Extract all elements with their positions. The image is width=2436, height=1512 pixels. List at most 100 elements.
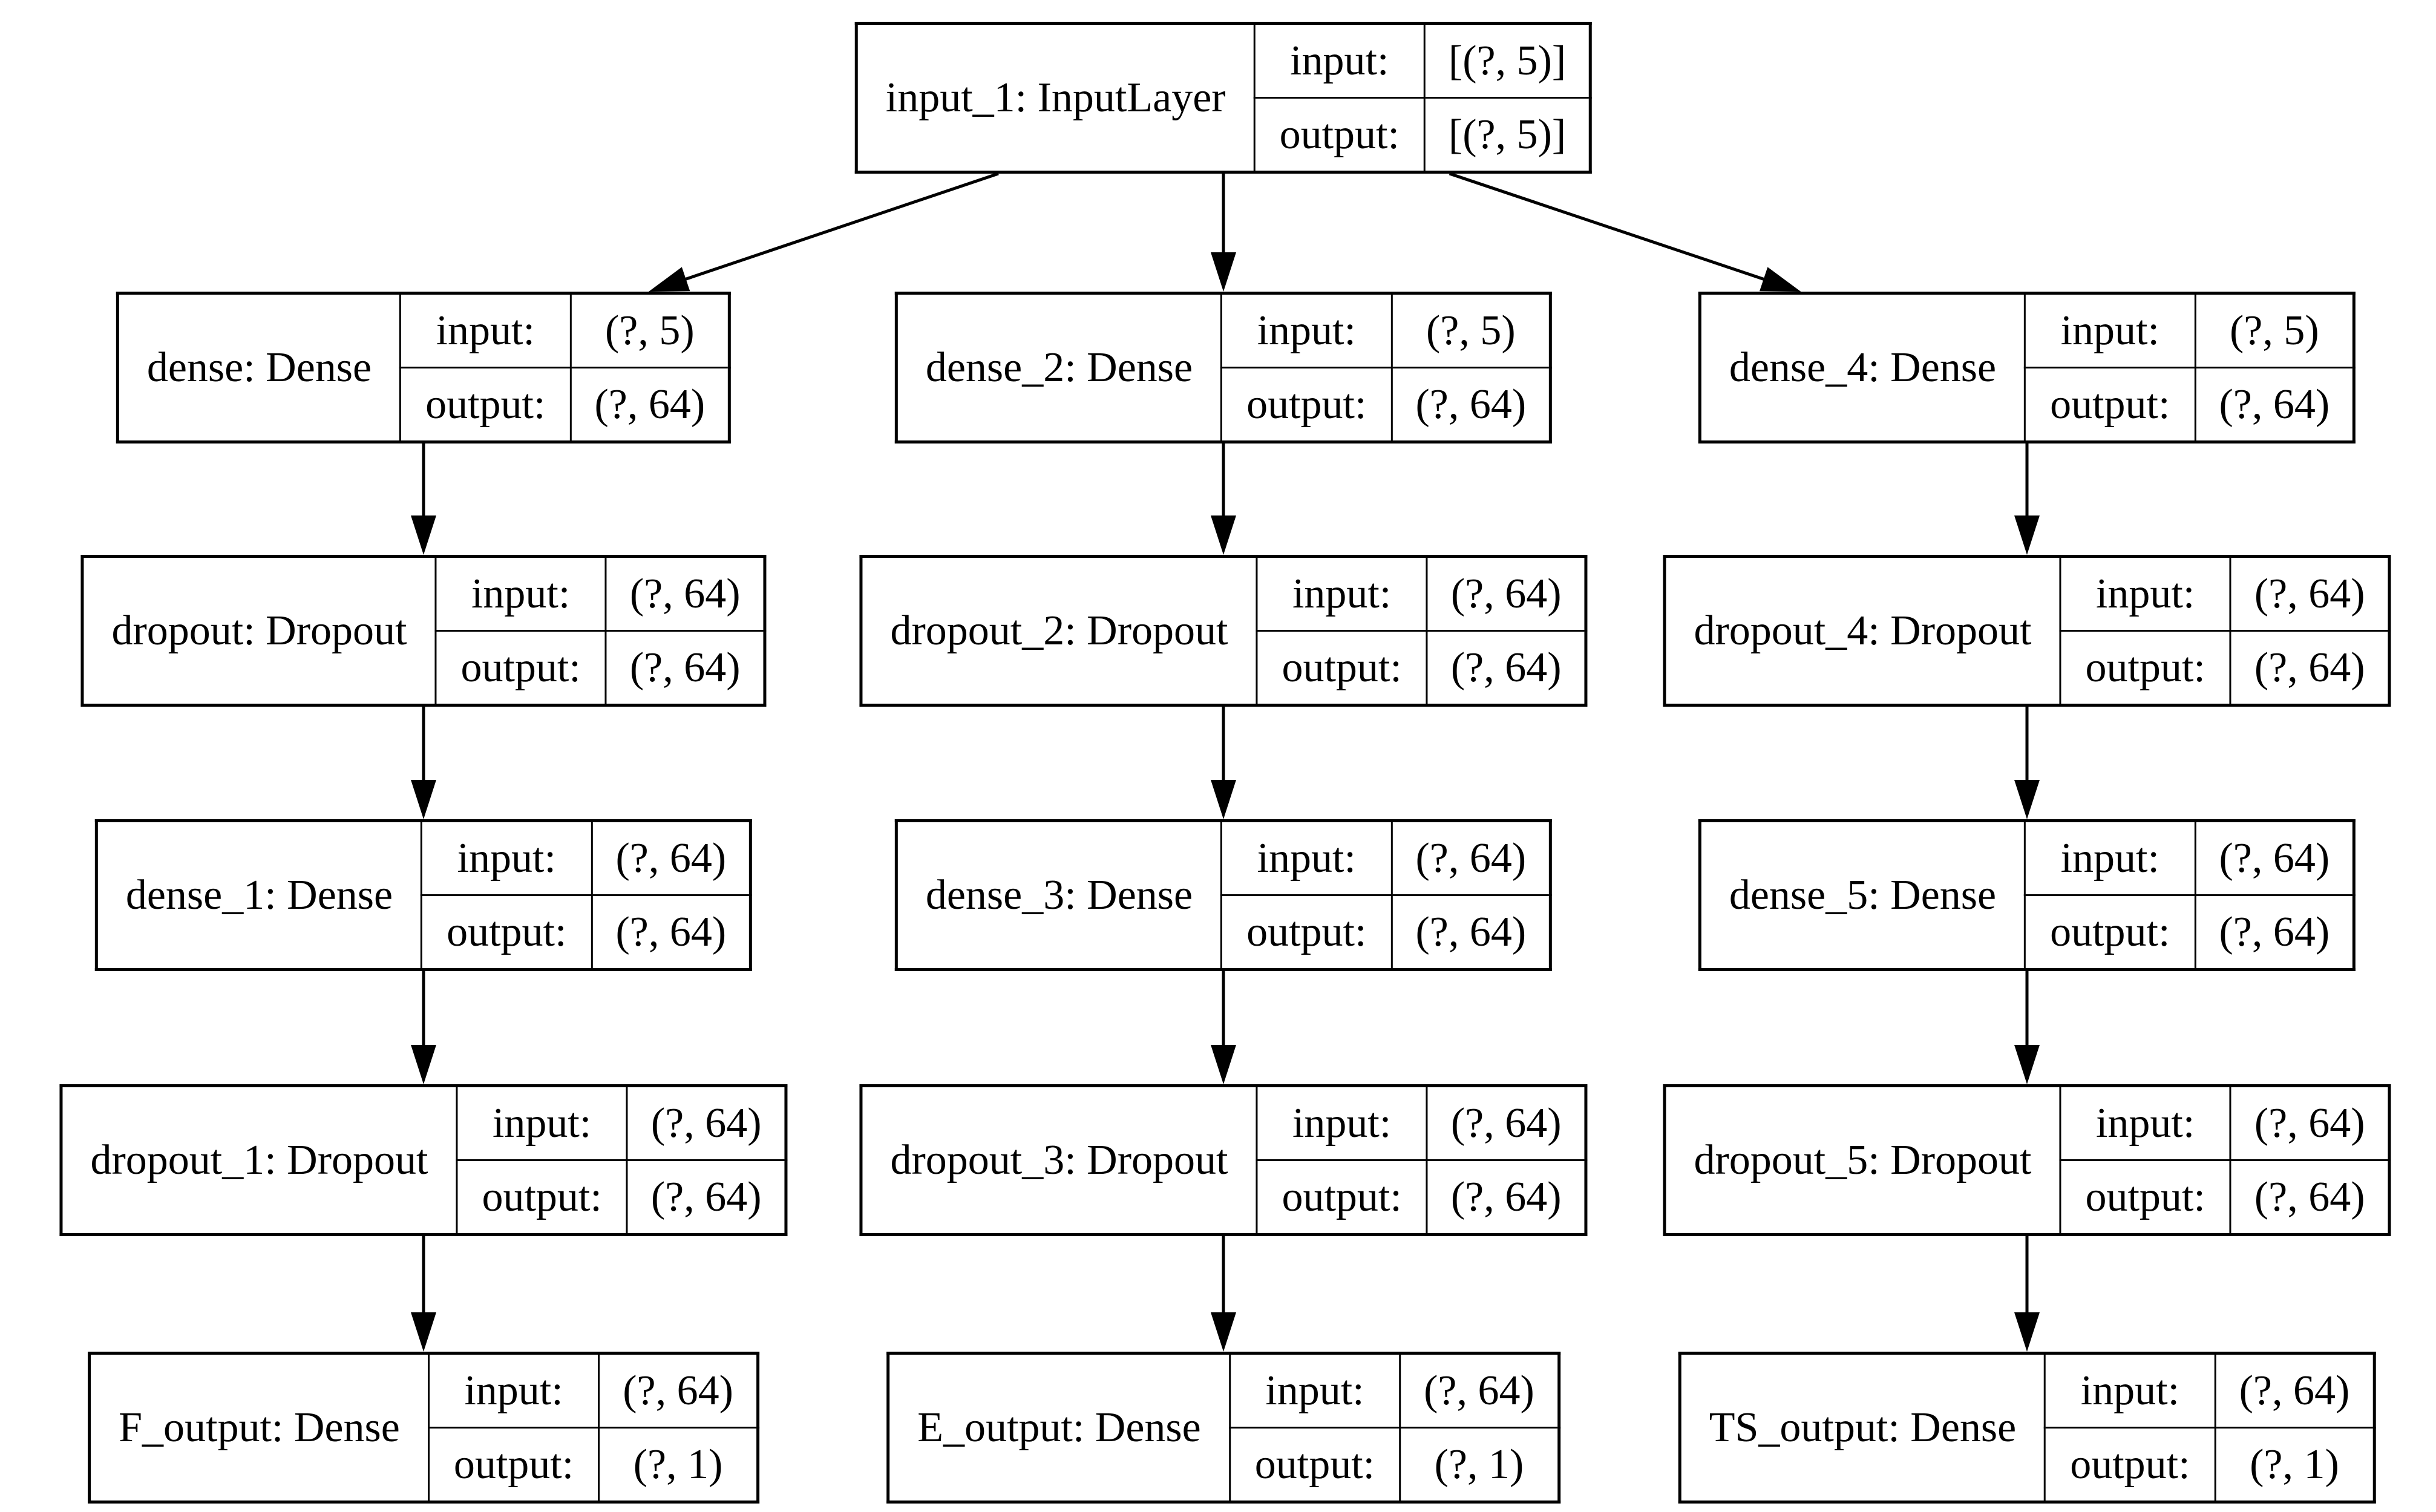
layer-name: input_1: InputLayer (855, 22, 1256, 173)
layer-name: dropout: Dropout (81, 555, 437, 706)
layer-table: dense_4: Dense input: (?, 5) output: (?,… (1698, 292, 2356, 443)
input-shape: (?, 64) (598, 1352, 759, 1429)
input-shape: (?, 64) (1399, 1352, 1560, 1429)
layer-name: dense_4: Dense (1698, 292, 2026, 443)
edge-arrowhead (1211, 252, 1236, 292)
edge-line (682, 172, 999, 282)
input-label: input: (2059, 1085, 2231, 1161)
output-label: output: (421, 894, 593, 970)
input-shape: (?, 64) (1390, 820, 1552, 896)
input-label: input: (2024, 820, 2196, 896)
node-dense-1: dense_1: Dense input: (?, 64) output: (?… (94, 819, 753, 971)
layer-name: dropout_4: Dropout (1663, 555, 2061, 706)
output-label: output: (1256, 1159, 1428, 1235)
node-dense-5: dense_5: Dense input: (?, 64) output: (?… (1698, 819, 2356, 971)
layer-table: dense_2: Dense input: (?, 5) output: (?,… (894, 292, 1553, 443)
output-shape: (?, 1) (2214, 1427, 2375, 1503)
layer-name: dense_3: Dense (895, 820, 1223, 970)
edge-arrowhead (1211, 515, 1236, 555)
node-input-1: input_1: InputLayer input: [(?, 5)] outp… (854, 22, 1593, 174)
output-label: output: (2044, 1427, 2216, 1503)
input-shape: (?, 5) (569, 292, 731, 368)
node-dropout-3: dropout_3: Dropout input: (?, 64) output… (859, 1084, 1588, 1236)
input-shape: (?, 5) (2194, 292, 2356, 368)
input-label: input: (1220, 292, 1393, 368)
output-shape: (?, 64) (591, 894, 752, 970)
input-label: input: (434, 555, 607, 632)
edge-arrowhead (1760, 267, 1801, 292)
input-shape: (?, 5) (1390, 292, 1552, 368)
node-dropout-1: dropout_1: Dropout input: (?, 64) output… (59, 1084, 788, 1236)
output-label: output: (456, 1159, 628, 1235)
layer-table: E_output: Dense input: (?, 64) output: (… (886, 1352, 1560, 1504)
input-label: input: (1253, 22, 1426, 99)
input-label: input: (2044, 1352, 2216, 1429)
layer-table: dense_5: Dense input: (?, 64) output: (?… (1698, 819, 2356, 971)
layer-table: dropout_4: Dropout input: (?, 64) output… (1663, 555, 2391, 707)
input-label: input: (427, 1352, 600, 1429)
output-shape: (?, 64) (1390, 367, 1552, 443)
node-dense-2: dense_2: Dense input: (?, 5) output: (?,… (894, 292, 1553, 443)
node-dropout-5: dropout_5: Dropout input: (?, 64) output… (1663, 1084, 2391, 1236)
input-shape: (?, 64) (1426, 1085, 1587, 1161)
output-shape: (?, 64) (1426, 630, 1587, 706)
input-shape: (?, 64) (591, 820, 752, 896)
output-shape: (?, 64) (2229, 630, 2391, 706)
layer-table: dropout_1: Dropout input: (?, 64) output… (59, 1084, 788, 1236)
output-label: output: (2059, 630, 2231, 706)
edge-arrowhead (1211, 1312, 1236, 1352)
layer-table: dense: Dense input: (?, 5) output: (?, 6… (116, 292, 732, 443)
output-shape: (?, 64) (1426, 1159, 1587, 1235)
layer-name: dense_2: Dense (895, 292, 1223, 443)
output-label: output: (1228, 1427, 1401, 1503)
layer-name: TS_output: Dense (1678, 1352, 2046, 1503)
layer-table: dense_1: Dense input: (?, 64) output: (?… (94, 819, 753, 971)
edge-arrowhead (411, 1045, 436, 1084)
layer-table: TS_output: Dense input: (?, 64) output: … (1678, 1352, 2376, 1504)
layer-name: dropout_2: Dropout (860, 555, 1258, 706)
output-label: output: (2024, 367, 2196, 443)
layer-name: E_output: Dense (887, 1352, 1231, 1503)
node-dense-3: dense_3: Dense input: (?, 64) output: (?… (894, 819, 1553, 971)
layer-table: dense_3: Dense input: (?, 64) output: (?… (894, 819, 1553, 971)
output-shape: (?, 64) (604, 630, 766, 706)
edge-arrowhead (1211, 780, 1236, 819)
output-label: output: (1253, 97, 1426, 173)
edge-arrowhead (411, 780, 436, 819)
input-shape: (?, 64) (604, 555, 766, 632)
node-dropout-4: dropout_4: Dropout input: (?, 64) output… (1663, 555, 2391, 707)
node-dropout: dropout: Dropout input: (?, 64) output: … (80, 555, 767, 707)
input-label: input: (456, 1085, 628, 1161)
output-label: output: (427, 1427, 600, 1503)
input-label: input: (2059, 555, 2231, 632)
layer-table: dropout_3: Dropout input: (?, 64) output… (859, 1084, 1588, 1236)
input-label: input: (2024, 292, 2196, 368)
output-shape: (?, 64) (626, 1159, 787, 1235)
input-shape: (?, 64) (2214, 1352, 2375, 1429)
layer-table: dropout_5: Dropout input: (?, 64) output… (1663, 1084, 2391, 1236)
input-label: input: (1220, 820, 1393, 896)
edge-arrowhead (2014, 1045, 2040, 1084)
output-shape: (?, 64) (569, 367, 731, 443)
layer-name: dense: Dense (116, 292, 402, 443)
output-shape: (?, 64) (2229, 1159, 2391, 1235)
input-label: input: (1256, 555, 1428, 632)
layer-table: dropout: Dropout input: (?, 64) output: … (80, 555, 767, 707)
input-label: input: (1228, 1352, 1401, 1429)
edge-arrowhead (1211, 1045, 1236, 1084)
layer-name: dense_1: Dense (95, 820, 423, 970)
output-shape: [(?, 5)] (1423, 97, 1592, 173)
output-label: output: (434, 630, 607, 706)
layer-name: dropout_3: Dropout (860, 1085, 1258, 1235)
input-label: input: (1256, 1085, 1428, 1161)
node-dense: dense: Dense input: (?, 5) output: (?, 6… (116, 292, 732, 443)
output-label: output: (399, 367, 572, 443)
output-shape: (?, 1) (1399, 1427, 1560, 1503)
input-shape: (?, 64) (2229, 1085, 2391, 1161)
node-e-output: E_output: Dense input: (?, 64) output: (… (886, 1352, 1560, 1504)
output-label: output: (2024, 894, 2196, 970)
input-shape: [(?, 5)] (1423, 22, 1592, 99)
edge-arrowhead (2014, 780, 2040, 819)
layer-name: dropout_1: Dropout (60, 1085, 458, 1235)
